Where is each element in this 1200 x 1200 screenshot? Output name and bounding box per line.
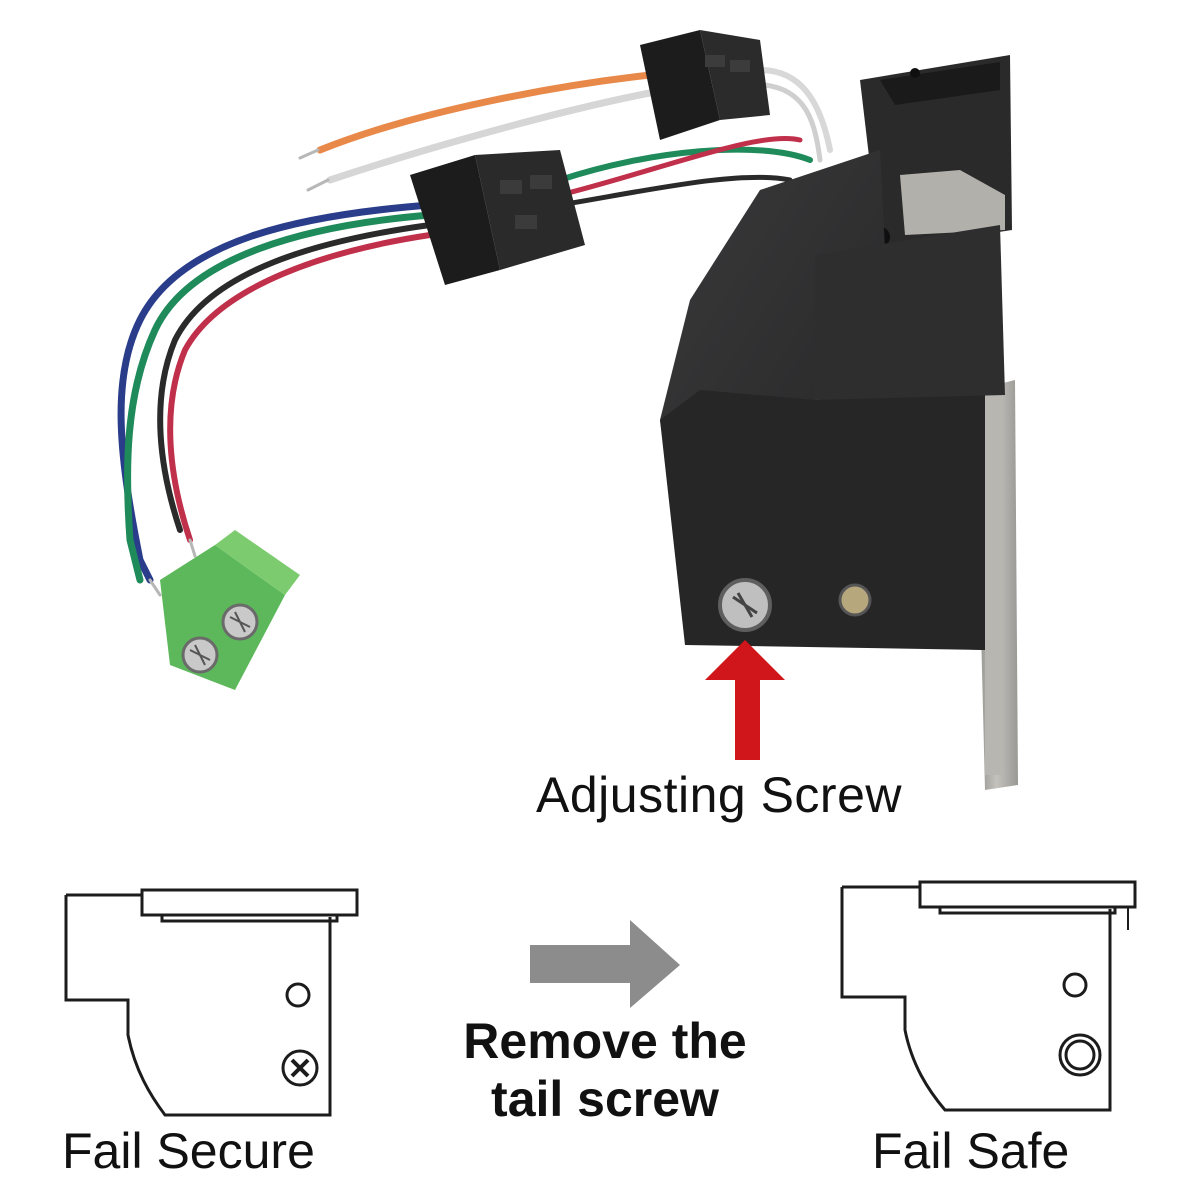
upper-connector: [640, 30, 770, 140]
gray-arrow-icon: [530, 920, 680, 1008]
strike-lock-body: [660, 55, 1018, 790]
small-hole-icon: [285, 982, 311, 1008]
terminal-block: [160, 530, 300, 690]
wire-bundle: [117, 67, 833, 597]
black-wire-lock: [557, 174, 793, 208]
white-wire: [326, 88, 659, 184]
middle-connector: [410, 150, 585, 285]
instruction-line-1: Remove the: [463, 1013, 747, 1069]
white-wire-lock-2: [762, 82, 823, 163]
fail-secure-diagram: [64, 888, 359, 1117]
fail-secure-caption: Fail Secure: [62, 1123, 315, 1179]
red-arrow-icon: [705, 640, 785, 760]
screw-hole-icon: [1058, 1033, 1102, 1077]
red-wire-lock: [557, 135, 803, 198]
green-wire: [124, 211, 434, 584]
instruction-text: Remove the tail screw: [410, 1012, 800, 1128]
orange-wire: [316, 71, 654, 154]
white-wire-lock: [757, 67, 833, 153]
fail-safe-caption: Fail Safe: [872, 1123, 1070, 1179]
instruction-line-2: tail screw: [491, 1071, 719, 1127]
green-wire-lock: [557, 146, 813, 183]
fail-safe-diagram: [840, 880, 1137, 1112]
red-wire: [167, 232, 433, 543]
black-wire: [157, 222, 433, 533]
adjusting-screw-label: Adjusting Screw: [536, 767, 902, 823]
tail-screw-icon: [281, 1049, 319, 1087]
small-hole-icon-2: [1062, 972, 1088, 998]
